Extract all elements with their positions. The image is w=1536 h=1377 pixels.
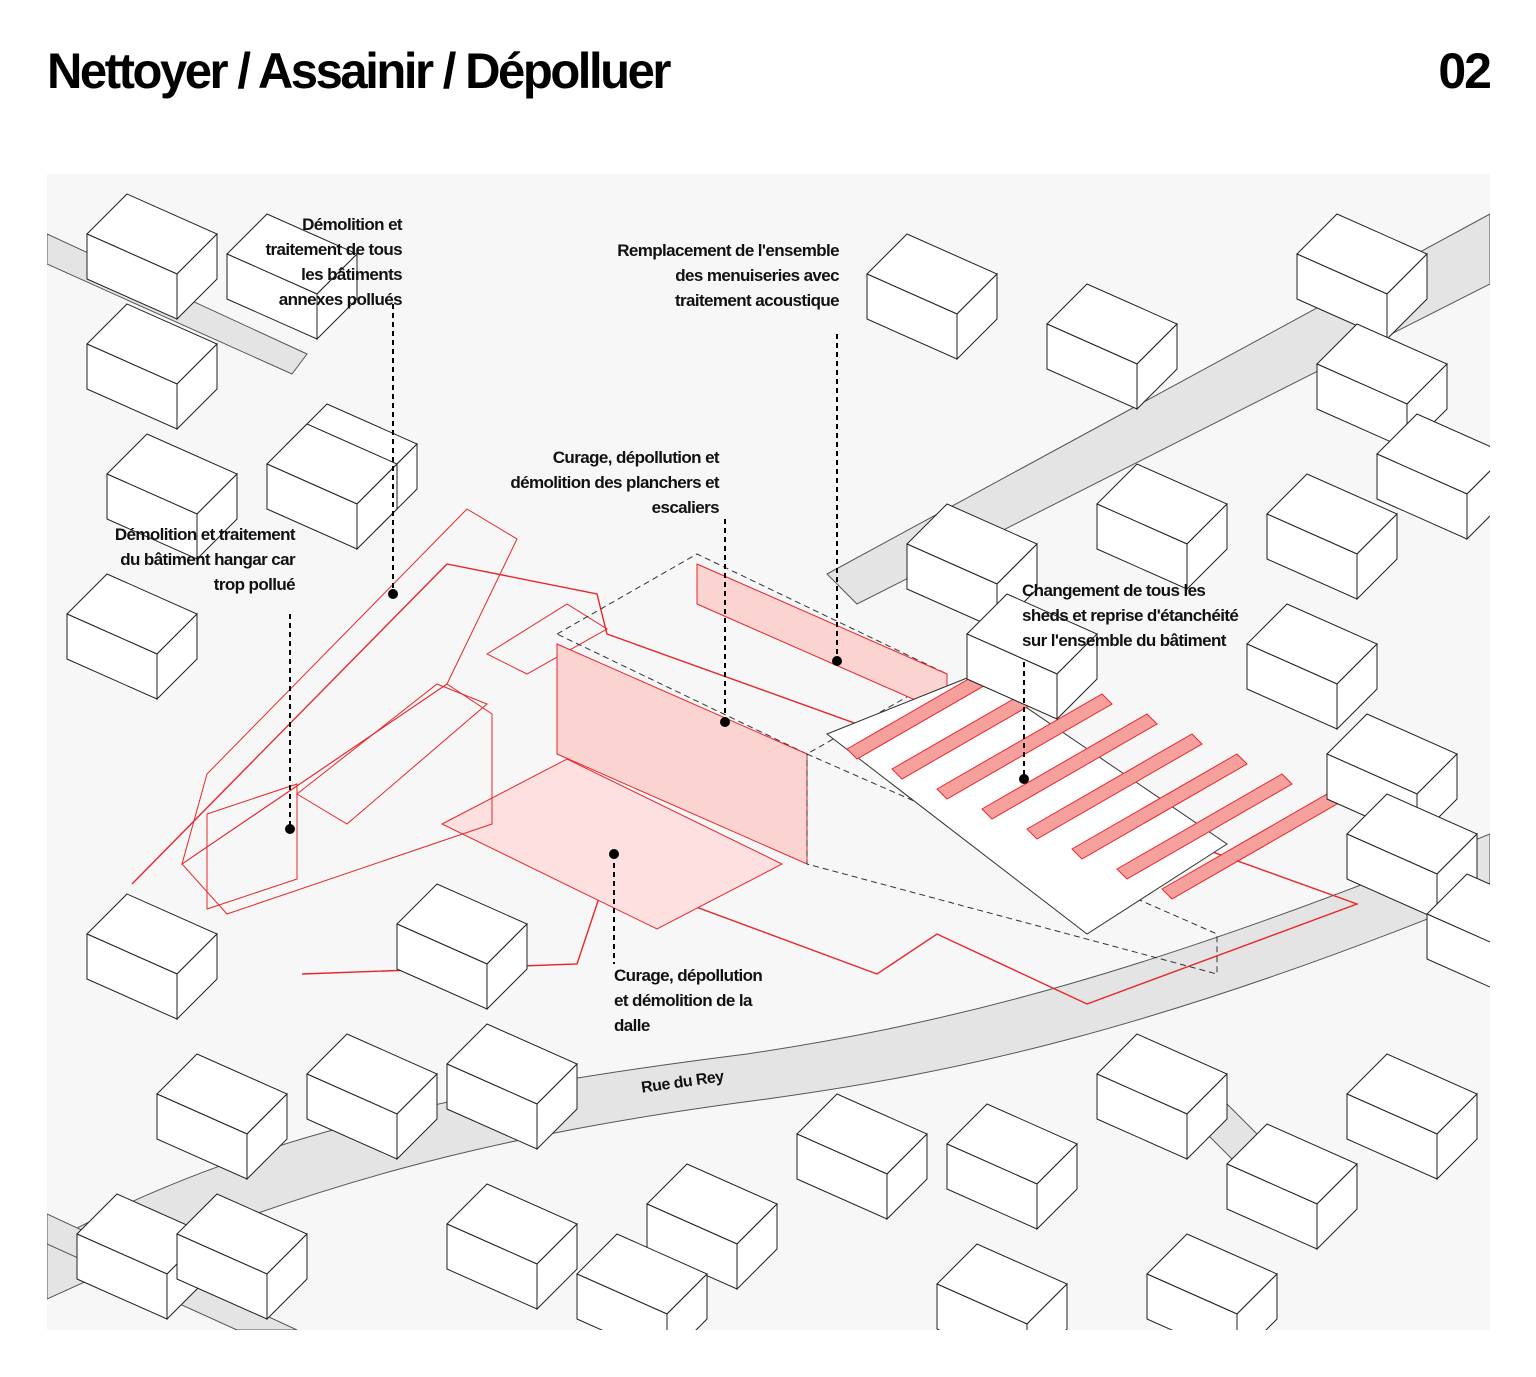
neighbour-building — [1346, 793, 1478, 921]
dot-planchers — [720, 717, 730, 727]
dot-dalle — [609, 849, 619, 859]
annotation-menuiseries: Remplacement de l'ensemble des menuiseri… — [617, 241, 839, 310]
neighbour-building — [576, 1233, 708, 1330]
neighbour-building — [86, 193, 218, 321]
neighbour-building — [226, 213, 358, 341]
neighbour-building — [1266, 473, 1398, 601]
shed-roof — [1026, 733, 1203, 840]
page-number: 02 — [1438, 43, 1492, 99]
neighbour-building — [646, 1163, 778, 1291]
dot-sheds — [1019, 774, 1029, 784]
neighbour-building — [1296, 213, 1428, 341]
neighbour-building — [1346, 1053, 1478, 1181]
neighbour-building — [266, 423, 398, 551]
hangar-building — [181, 508, 608, 915]
dot-hangar — [285, 824, 295, 834]
neighbour-building — [966, 593, 1098, 721]
annotation-dalle: Curage, dépollution et démolition de la … — [614, 966, 763, 1035]
neighbour-building — [946, 1103, 1078, 1231]
annotation-annexes: Démolition et traitement de tous les bât… — [265, 215, 402, 309]
neighbour-building — [1376, 413, 1490, 541]
neighbour-building — [86, 893, 218, 1021]
slab-area — [440, 758, 784, 930]
neighbour-building — [936, 1243, 1068, 1330]
site-boundary — [131, 563, 1360, 1005]
page-title: Nettoyer / Assainir / Dépolluer — [47, 43, 671, 99]
neighbour-building — [156, 1053, 288, 1181]
neighbour-building — [446, 1183, 578, 1311]
neighbour-building — [796, 1093, 928, 1221]
neighbour-building — [1096, 463, 1228, 591]
neighbour-building — [1426, 873, 1490, 988]
neighbour-building — [1046, 283, 1178, 411]
dot-annexes — [388, 589, 398, 599]
annotation-sheds: Changement de tous les sheds et reprise … — [1022, 581, 1239, 650]
neighbour-buildings — [66, 193, 1490, 1330]
neighbour-building — [396, 883, 528, 1011]
leader-dots — [285, 589, 1029, 859]
shed-roof — [1071, 753, 1248, 860]
axonometric-site-map: Démolition et traitement de tous les bât… — [47, 174, 1490, 1330]
neighbour-building — [1226, 1123, 1358, 1251]
shed-roof — [981, 713, 1158, 820]
annotation-planchers: Curage, dépollution et démolition des pl… — [510, 448, 719, 517]
shed-roof — [1116, 773, 1293, 880]
neighbour-building — [86, 303, 218, 431]
map-drawing — [47, 193, 1490, 1330]
neighbour-building — [866, 233, 998, 361]
neighbour-building — [66, 573, 198, 701]
neighbour-building — [106, 433, 238, 561]
neighbour-building — [306, 1033, 438, 1161]
neighbour-building — [1246, 603, 1378, 731]
shed-roof — [1161, 793, 1338, 900]
dot-menuiseries — [832, 656, 842, 666]
neighbour-building — [176, 1193, 308, 1321]
neighbour-building — [1096, 1033, 1228, 1161]
leader-lines — [289, 304, 1025, 964]
neighbour-building — [446, 1023, 578, 1151]
annotation-hangar: Démolition et traitement du bâtiment han… — [114, 525, 296, 594]
neighbour-building — [1146, 1233, 1278, 1330]
